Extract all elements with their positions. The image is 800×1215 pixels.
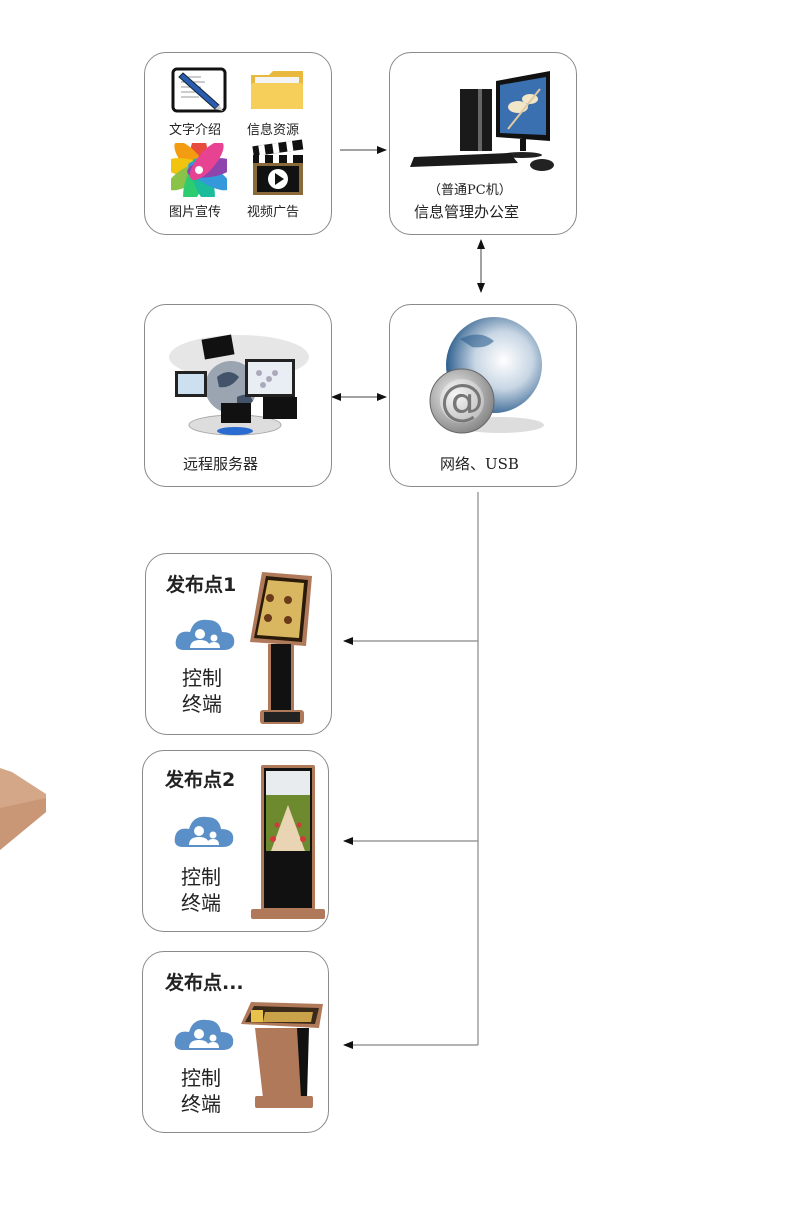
document-pen-icon: [171, 67, 227, 113]
decorative-bronze-shape: [0, 768, 46, 850]
podium-kiosk-icon: [241, 1002, 323, 1108]
cloud-user-icon: [175, 619, 235, 650]
network-title: 网络、USB: [440, 455, 519, 473]
office-subtitle: （普通PC机）: [428, 183, 512, 198]
endpoint-title: 发布点1: [166, 574, 237, 596]
svg-text:@: @: [440, 375, 484, 426]
remote-server-title: 远程服务器: [183, 455, 259, 473]
control-terminal-line1: 控制: [181, 1066, 221, 1090]
source-label-resources: 信息资源: [247, 123, 300, 138]
endpoint-box-2: 发布点2 控制 终端: [142, 750, 329, 932]
source-label-video: 视频广告: [247, 205, 300, 220]
endpoint-title: 发布点2: [165, 769, 236, 791]
office-title: 信息管理办公室: [414, 203, 520, 221]
network-box: @ 网络、USB: [389, 304, 577, 487]
control-terminal-line1: 控制: [182, 666, 222, 690]
office-box: （普通PC机） 信息管理办公室: [389, 52, 577, 235]
cloud-user-icon: [174, 816, 234, 847]
color-wheel-icon: [171, 143, 227, 197]
content-sources-box: 文字介绍 信息资源 图片宣传: [144, 52, 332, 235]
clapperboard-icon: [252, 139, 304, 195]
remote-server-box: 远程服务器: [144, 304, 332, 487]
control-terminal-line2: 终端: [181, 1092, 221, 1116]
control-terminal-line2: 终端: [182, 692, 222, 716]
endpoint-box-3: 发布点... 控制 终端: [142, 951, 329, 1133]
folder-icon: [251, 71, 303, 109]
tilted-kiosk-icon: [250, 572, 312, 724]
source-label-text: 文字介绍: [169, 123, 222, 138]
cloud-user-icon: [174, 1019, 234, 1050]
endpoint-title: 发布点...: [165, 972, 244, 994]
vertical-display-icon: [251, 765, 325, 919]
desktop-computer-icon: [410, 71, 554, 171]
control-terminal-line1: 控制: [181, 865, 221, 889]
globe-at-icon: @: [429, 317, 544, 434]
endpoint-box-1: 发布点1 控制 终端: [145, 553, 332, 735]
control-terminal-line2: 终端: [181, 891, 221, 915]
server-globe-icon: [169, 334, 309, 436]
source-label-images: 图片宣传: [169, 205, 222, 220]
